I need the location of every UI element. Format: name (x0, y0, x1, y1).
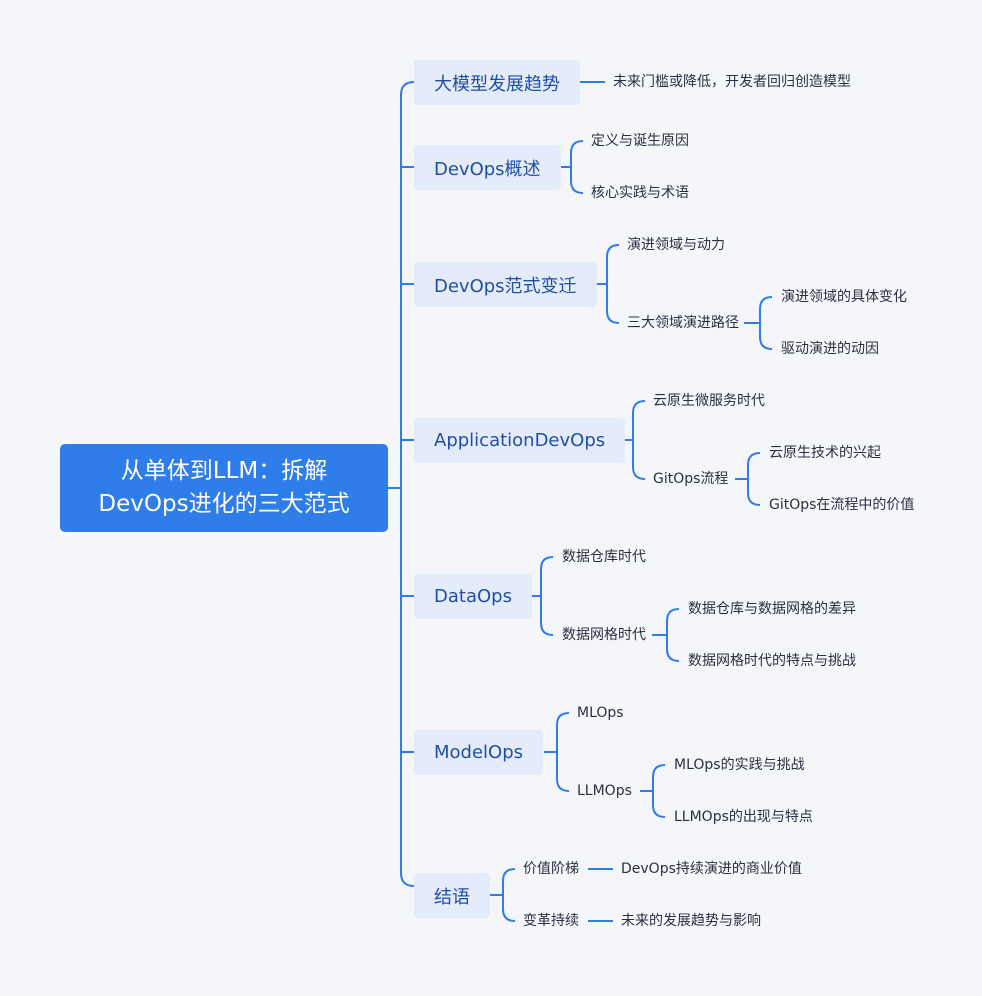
leaf-core-practices[interactable]: 核心实践与术语 (586, 183, 694, 203)
root-title-line-1: 从单体到LLM：拆解 (120, 458, 328, 484)
leaf-drivers[interactable]: 驱动演进的动因 (776, 339, 884, 359)
leaf-value-ladder[interactable]: 价值阶梯 (518, 859, 584, 879)
root-title-line-2: DevOps进化的三大范式 (98, 491, 350, 517)
connector-b5 (529, 556, 554, 636)
branch-conclusion[interactable]: 结语 (414, 873, 490, 918)
leaf-llmops-emergence[interactable]: LLMOps的出现与特点 (669, 807, 818, 827)
leaf-domain-changes[interactable]: 演进领域的具体变化 (776, 287, 912, 307)
leaf-data-warehouse-era[interactable]: 数据仓库时代 (557, 547, 651, 567)
leaf-warehouse-mesh-diff[interactable]: 数据仓库与数据网格的差异 (683, 599, 861, 619)
connector-b6 (544, 712, 570, 792)
leaf-mesh-features-challenges[interactable]: 数据网格时代的特点与挑战 (683, 651, 861, 671)
connector-b7 (490, 868, 516, 922)
connector-b2 (557, 140, 584, 194)
connector-b4-sub (735, 452, 761, 506)
branch-model-trends[interactable]: 大模型发展趋势 (414, 60, 580, 105)
connector-b3-sub (744, 296, 773, 350)
connector-b3 (594, 244, 620, 324)
leaf-evolution-domains[interactable]: 演进领域与动力 (622, 235, 730, 255)
connector-spine (400, 81, 415, 887)
root-topic: 从单体到LLM：拆解 DevOps进化的三大范式 (60, 444, 388, 532)
leaf-business-value[interactable]: DevOps持续演进的商业价值 (616, 859, 807, 879)
leaf-definition-origin[interactable]: 定义与诞生原因 (586, 131, 694, 151)
leaf-gitops-flow[interactable]: GitOps流程 (648, 469, 734, 489)
branch-devops-overview[interactable]: DevOps概述 (414, 145, 561, 190)
leaf-mlops[interactable]: MLOps (572, 703, 629, 723)
branch-dataops[interactable]: DataOps (414, 574, 532, 619)
leaf-cloud-native-microservices[interactable]: 云原生微服务时代 (648, 391, 770, 411)
branch-modelops[interactable]: ModelOps (414, 730, 544, 775)
branch-application-devops[interactable]: ApplicationDevOps (414, 418, 626, 463)
leaf-change-continues[interactable]: 变革持续 (518, 911, 584, 931)
leaf-mlops-practice[interactable]: MLOps的实践与挑战 (669, 755, 810, 775)
leaf-llmops[interactable]: LLMOps (572, 781, 637, 801)
leaf-cloud-native-rise[interactable]: 云原生技术的兴起 (764, 443, 886, 463)
connector-b6-sub (640, 764, 666, 818)
leaf-lower-threshold[interactable]: 未来门槛或降低，开发者回归创造模型 (608, 72, 856, 92)
leaf-data-mesh-era[interactable]: 数据网格时代 (557, 625, 651, 645)
branch-devops-paradigm-shift[interactable]: DevOps范式变迁 (414, 262, 597, 307)
leaf-gitops-value[interactable]: GitOps在流程中的价值 (764, 495, 920, 515)
leaf-future-trends[interactable]: 未来的发展趋势与影响 (616, 911, 766, 931)
connector-b5-sub (652, 608, 680, 662)
leaf-three-domain-paths[interactable]: 三大领域演进路径 (622, 313, 744, 333)
